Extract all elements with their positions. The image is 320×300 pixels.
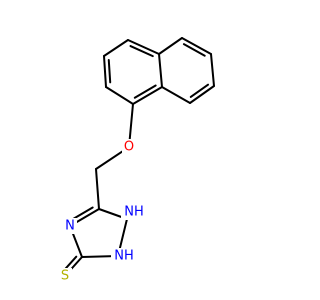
atom-labels: O N NH NH S <box>58 139 147 284</box>
bond-c8-c8a <box>161 86 191 104</box>
atom-label-background-n1 <box>111 248 137 264</box>
bond-c2-c3 <box>103 55 107 88</box>
atom-label-background-n4 <box>63 218 77 234</box>
bond-c6-c7 <box>210 53 215 87</box>
bond-c3-c4 <box>103 39 129 57</box>
double-bond-c5-c6 <box>182 43 206 57</box>
double-bond-c8a-c1 <box>133 84 157 99</box>
atom-label-background-s1 <box>58 268 72 284</box>
bond-c8a-c1 <box>132 86 163 105</box>
bond-c7-c8 <box>189 85 215 104</box>
bond-c1-c2 <box>105 86 134 105</box>
bond-c4a-c8a <box>158 53 163 88</box>
bond-ch2-c3r <box>95 168 100 210</box>
atom-label-n2: NH <box>124 205 144 220</box>
atom-label-background-n2 <box>121 204 147 220</box>
double-bond-c4-c4a <box>129 45 154 58</box>
atom-label-s1: S <box>61 269 69 284</box>
double-bond-c2-c3 <box>107 59 112 84</box>
atom-label-n4: N <box>65 219 75 234</box>
atom-label-background-o1 <box>122 139 136 155</box>
bond-lines <box>63 37 215 277</box>
atom-label-o1: O <box>124 140 134 155</box>
atom-label-n1: NH <box>114 249 134 264</box>
double-bond-c7-c8 <box>189 83 210 98</box>
bond-c5-c6 <box>181 37 212 55</box>
double-bond-c3r-n4 <box>70 206 94 221</box>
bond-c4a-c5 <box>158 37 183 55</box>
molecule-structure-diagram: O N NH NH S <box>58 37 215 284</box>
bond-c4-c4a <box>127 39 160 55</box>
